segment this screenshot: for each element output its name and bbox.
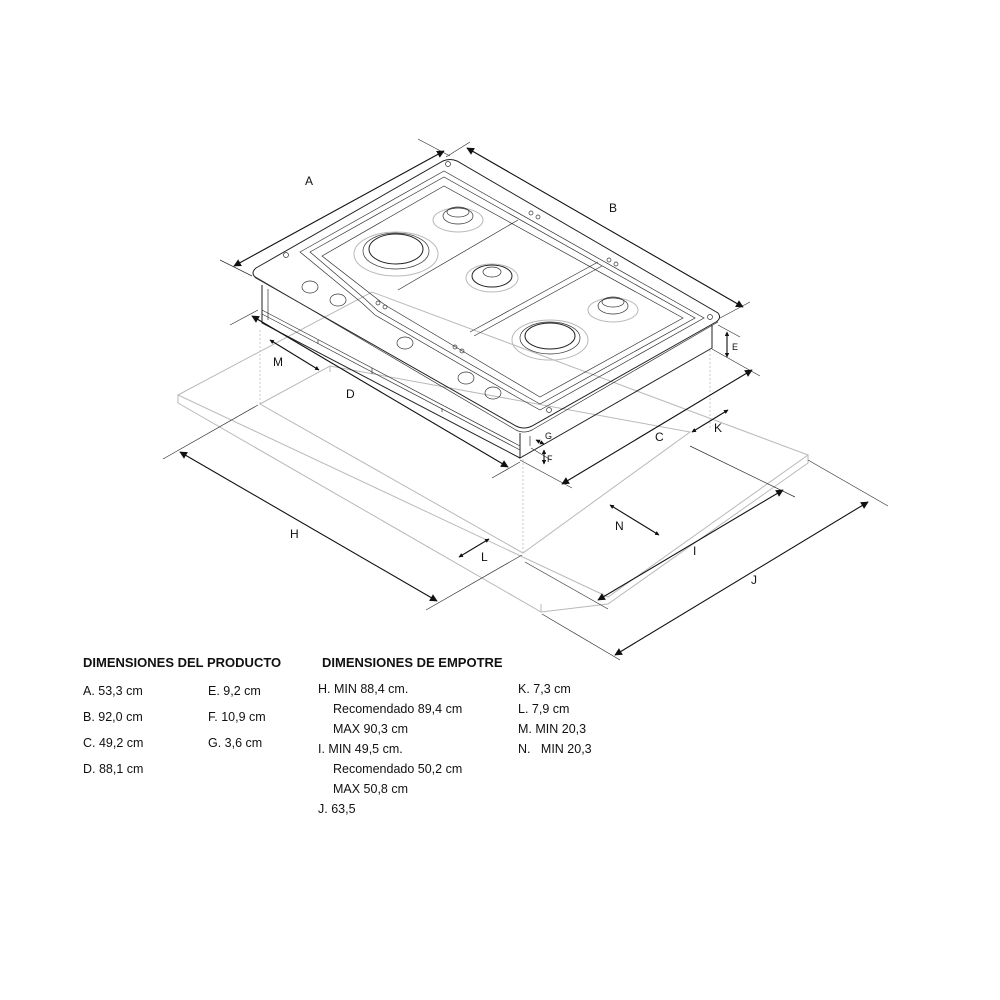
- product-dimensions-title: DIMENSIONES DEL PRODUCTO: [83, 655, 282, 670]
- label-E: E: [732, 342, 738, 352]
- label-B: B: [609, 201, 617, 215]
- cutout-dim-H-max: MAX 90,3 cm: [333, 722, 409, 736]
- cutout-dim-M: M. MIN 20,3: [518, 722, 587, 736]
- burner-center: [465, 263, 519, 293]
- control-knobs: [301, 280, 502, 400]
- label-C: C: [655, 430, 664, 444]
- burner-small-back: [432, 206, 484, 233]
- cutout-dim-I-min: I. MIN 49,5 cm.: [318, 742, 403, 756]
- label-L: L: [481, 550, 488, 564]
- label-K: K: [714, 421, 722, 435]
- label-I: I: [693, 544, 696, 558]
- burner-large-right: [511, 319, 589, 361]
- product-dimensions-section: DIMENSIONES DEL PRODUCTO A. 53,3 cm B. 9…: [83, 655, 303, 785]
- dimension-labels: A B C D E F G H I J K L M N: [273, 174, 757, 587]
- product-dim-C: C. 49,2 cm: [83, 736, 144, 750]
- product-dim-E: E. 9,2 cm: [208, 684, 261, 698]
- label-A: A: [305, 174, 313, 188]
- cutout-dim-H-min: H. MIN 88,4 cm.: [318, 682, 409, 696]
- burner-large-left: [353, 231, 439, 277]
- label-N: N: [615, 519, 624, 533]
- product-dim-F: F. 10,9 cm: [208, 710, 266, 724]
- cutout-dim-K: K. 7,3 cm: [518, 682, 571, 696]
- label-H: H: [290, 527, 299, 541]
- cutout-dim-J: J. 63,5: [318, 802, 356, 816]
- burner-small-right: [587, 296, 639, 323]
- cutout-dim-N: N. MIN 20,3: [518, 742, 592, 756]
- label-D: D: [346, 387, 355, 401]
- product-dim-B: B. 92,0 cm: [83, 710, 143, 724]
- dimension-lines: [162, 138, 889, 661]
- cutout-dim-I-rec: Recomendado 50,2 cm: [333, 762, 463, 776]
- cutout-dim-I-max: MAX 50,8 cm: [333, 782, 409, 796]
- product-dim-G: G. 3,6 cm: [208, 736, 263, 750]
- label-F: F: [547, 454, 553, 464]
- product-dim-D: D. 88,1 cm: [83, 762, 144, 776]
- cutout-dimensions-title: DIMENSIONES DE EMPOTRE: [322, 655, 503, 670]
- product-dim-A: A. 53,3 cm: [83, 684, 143, 698]
- label-G: G: [545, 431, 552, 441]
- cutout-dim-H-rec: Recomendado 89,4 cm: [333, 702, 463, 716]
- cooktop: [252, 159, 721, 459]
- label-M: M: [273, 355, 283, 369]
- cutout-dim-L: L. 7,9 cm: [518, 702, 570, 716]
- countertop-slab: [176, 291, 810, 613]
- label-J: J: [751, 573, 757, 587]
- cutout-dimensions-section: DIMENSIONES DE EMPOTRE H. MIN 88,4 cm. R…: [318, 655, 618, 825]
